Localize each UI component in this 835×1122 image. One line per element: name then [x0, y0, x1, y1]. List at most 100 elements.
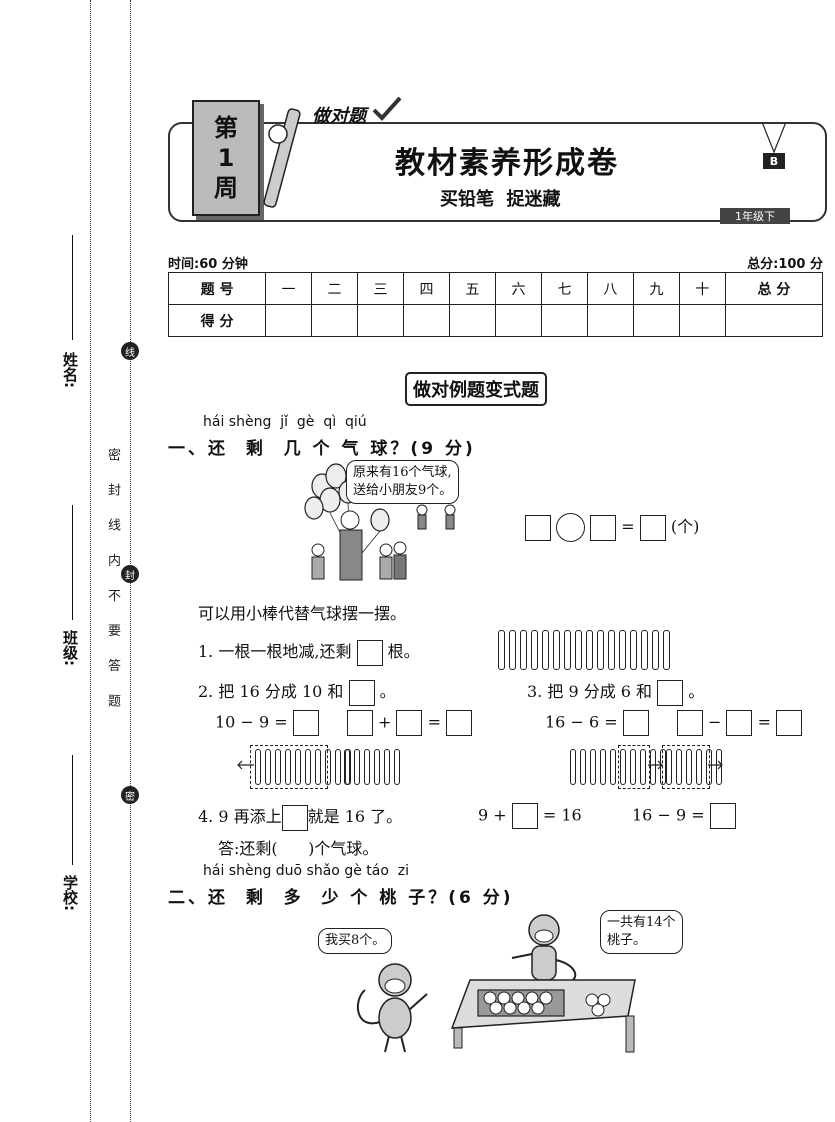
stick: [394, 749, 400, 785]
eq-text: 9 +: [478, 805, 507, 825]
stick: [663, 630, 670, 670]
sub3-end: 。: [688, 682, 705, 701]
binding-line-inner: [130, 0, 131, 1122]
group-ten-box: [250, 745, 328, 789]
score-cell[interactable]: [494, 304, 542, 337]
week-char-3: 周: [214, 174, 238, 202]
monkey-buyer-illustration: [357, 963, 428, 1053]
answer-box[interactable]: [726, 710, 753, 736]
sub2-text: 2. 把 16 分成 10 和: [198, 682, 344, 701]
sub2-end: 。: [379, 682, 396, 701]
stick: [285, 749, 291, 785]
header-cell: 五: [448, 272, 496, 305]
answer-box[interactable]: [622, 710, 649, 736]
answer-box[interactable]: [525, 514, 551, 541]
group-three-box: [618, 745, 650, 789]
stick: [255, 749, 261, 785]
header-cell: 总 分: [724, 272, 824, 305]
exam-total: 总分:100 分: [747, 257, 823, 272]
sub1-unit: 根。: [387, 642, 420, 661]
stick: [630, 749, 636, 785]
score-cell[interactable]: [632, 304, 680, 337]
answer-box[interactable]: [356, 639, 383, 666]
stick: [564, 630, 571, 670]
class-blank-line[interactable]: [72, 505, 73, 620]
answer-box[interactable]: [396, 710, 423, 736]
stick: [305, 749, 311, 785]
answer-box[interactable]: [590, 514, 617, 541]
stick: [384, 749, 390, 785]
stick: [619, 630, 626, 670]
sub1-text: 1. 一根一根地减,还剩: [198, 642, 352, 661]
header-cell: 七: [540, 272, 588, 305]
q1-speech-bubble: 原来有16个气球, 送给小朋友9个。: [346, 460, 460, 504]
score-table: 题 号 一 二 三 四 五 六 七 八 九 十 总 分 得 分: [167, 272, 824, 337]
class-label: 班级:: [61, 630, 79, 666]
answer-box[interactable]: [292, 710, 319, 736]
stick: [640, 749, 646, 785]
stick: [716, 749, 722, 785]
header-cell: 六: [494, 272, 542, 305]
stick: [686, 749, 692, 785]
q2-bubble-right-line-1: 一共有14个: [607, 915, 676, 930]
score-cell[interactable]: [678, 304, 726, 337]
stick: [265, 749, 271, 785]
eq-text: 10 − 9 =: [215, 712, 288, 732]
answer-box[interactable]: [676, 710, 703, 736]
stick: [374, 749, 380, 785]
q2-speech-bubble-right: 一共有14个 桃子。: [600, 910, 683, 954]
stick: [325, 749, 331, 785]
cut-mark-xian: 线: [121, 342, 139, 360]
stick: [295, 749, 301, 785]
answer-box[interactable]: [281, 804, 308, 831]
stick: [652, 630, 659, 670]
stick: [335, 749, 341, 785]
answer-box[interactable]: [346, 710, 373, 736]
week-char-1: 第: [214, 114, 238, 142]
name-label: 姓名:: [61, 352, 79, 388]
school-blank-line[interactable]: [72, 755, 73, 865]
answer-box[interactable]: [657, 679, 684, 706]
q1-answer: 答:还剩( )个气球。: [218, 839, 379, 858]
stick: [650, 749, 656, 785]
seal-notice: 密 封 线 内 不 要 答 题: [105, 448, 120, 716]
answer-box[interactable]: [776, 710, 803, 736]
stick: [344, 749, 350, 785]
header-cell: 二: [311, 272, 359, 305]
eq-unit: (个): [670, 517, 700, 536]
stick: [315, 749, 321, 785]
answer-box[interactable]: [709, 803, 736, 829]
page-subtitle: 买铅笔 捉迷藏: [440, 189, 561, 210]
header-cell: 题 号: [167, 272, 267, 305]
q1-sub4-eq2: 16 − 9 =: [632, 803, 736, 829]
score-cell[interactable]: [540, 304, 588, 337]
header-cell: 八: [586, 272, 634, 305]
stick: [608, 630, 615, 670]
score-cell[interactable]: [724, 304, 824, 337]
version-badge: B: [763, 153, 785, 169]
stick: [620, 749, 626, 785]
name-blank-line[interactable]: [72, 235, 73, 340]
q1-bubble-line-1: 原来有16个气球,: [353, 465, 452, 480]
q1-sub3: 3. 把 9 分成 6 和 。: [527, 678, 704, 706]
ribbon-label: 做对题: [312, 106, 366, 127]
score-cell[interactable]: [403, 304, 450, 337]
score-table-header-row: 题 号 一 二 三 四 五 六 七 八 九 十 总 分: [167, 272, 824, 305]
operator-circle[interactable]: [556, 513, 586, 542]
score-cell[interactable]: [586, 304, 634, 337]
score-cell[interactable]: [448, 304, 496, 337]
answer-box[interactable]: [446, 710, 473, 736]
op-eq: =: [757, 712, 771, 732]
arrow-right-icon: [708, 760, 723, 770]
answer-box[interactable]: [639, 514, 666, 541]
score-cell[interactable]: [357, 304, 404, 337]
tag-string-icon: [761, 122, 787, 154]
score-cell[interactable]: [265, 304, 313, 337]
answer-box[interactable]: [511, 803, 538, 829]
stick: [590, 749, 596, 785]
score-cell[interactable]: [311, 304, 359, 337]
op-plus: +: [377, 712, 392, 732]
stick: [600, 749, 606, 785]
answer-box[interactable]: [348, 679, 375, 706]
stick: [509, 630, 516, 670]
